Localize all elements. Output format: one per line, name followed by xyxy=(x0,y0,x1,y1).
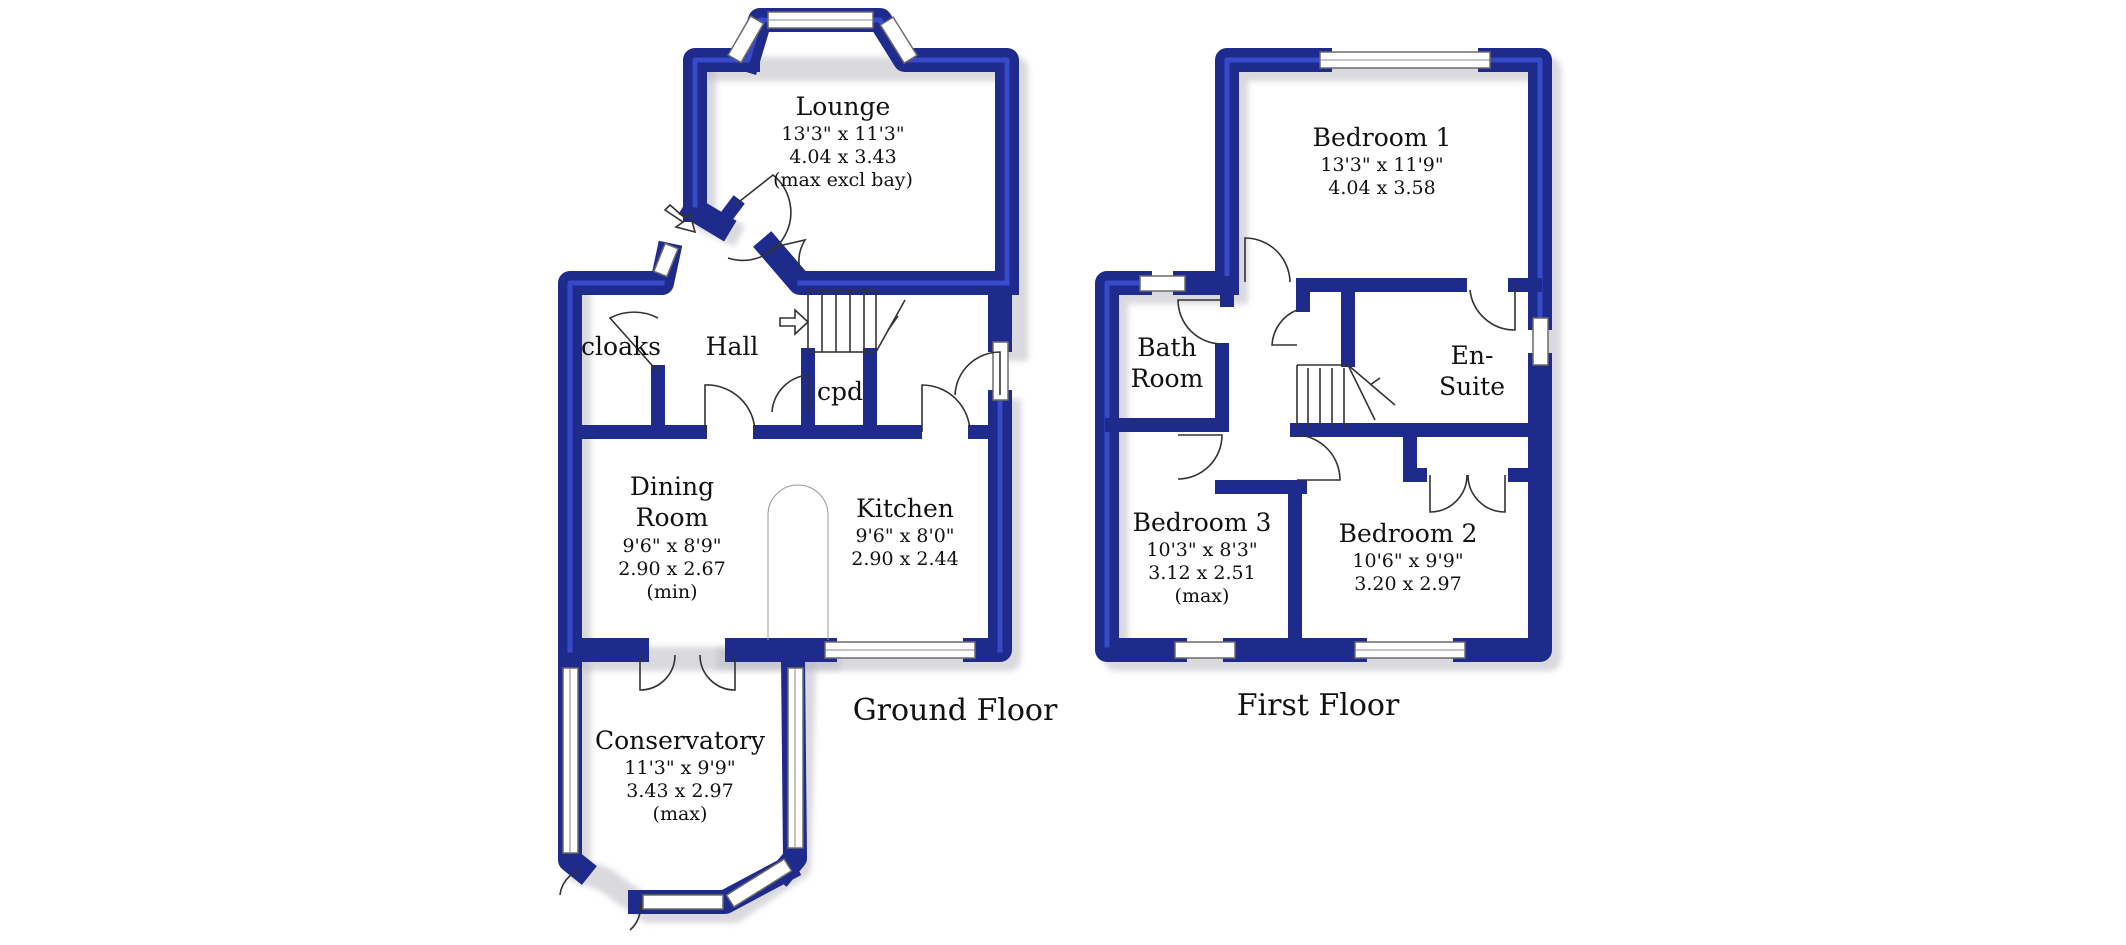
bedroom3-door xyxy=(1177,434,1223,480)
cpd-label: cpd xyxy=(817,377,863,406)
svg-text:Kitchen: Kitchen xyxy=(856,494,954,523)
svg-text:Conservatory: Conservatory xyxy=(595,726,766,755)
first-floor-outer-wall xyxy=(1453,353,1552,662)
ensuite-window xyxy=(1532,317,1549,366)
bedroom1-door xyxy=(1244,237,1291,283)
first-floor-plan: Bedroom 1 13'3" x 11'9" 4.04 x 3.58 Bath… xyxy=(1095,48,1561,723)
svg-text:Suite: Suite xyxy=(1439,372,1505,401)
bedroom3-window xyxy=(1174,641,1236,659)
lounge-hall-wall xyxy=(710,195,745,235)
svg-text:2.90 x 2.67: 2.90 x 2.67 xyxy=(618,558,725,580)
svg-text:13'3" x 11'9": 13'3" x 11'9" xyxy=(1320,154,1443,176)
cloaks-label: cloaks xyxy=(581,332,661,361)
first-floor-title: First Floor xyxy=(1237,688,1400,723)
kitchen-door xyxy=(921,384,971,433)
cloaks-door xyxy=(608,311,659,373)
svg-text:4.04 x 3.58: 4.04 x 3.58 xyxy=(1328,177,1435,199)
svg-text:En-: En- xyxy=(1451,341,1494,370)
svg-text:10'6" x 9'9": 10'6" x 9'9" xyxy=(1352,550,1463,572)
lounge-door xyxy=(769,238,807,271)
ground-floor-plan: Lounge 13'3" x 11'3" 4.04 x 3.43 (max ex… xyxy=(558,8,1058,931)
svg-text:Bedroom 3: Bedroom 3 xyxy=(1133,508,1272,537)
svg-text:Room: Room xyxy=(636,503,709,532)
stair-arrow-icon xyxy=(779,308,810,336)
svg-text:11'3" x 9'9": 11'3" x 9'9" xyxy=(624,757,735,779)
kitchen-back-door xyxy=(954,351,1001,396)
landing-cupboard-door xyxy=(1271,309,1298,346)
room-name: Lounge xyxy=(796,92,891,121)
svg-text:(max): (max) xyxy=(653,803,708,825)
conservatory-door xyxy=(559,869,642,931)
svg-text:(max excl bay): (max excl bay) xyxy=(773,169,913,191)
svg-text:9'6" x 8'0": 9'6" x 8'0" xyxy=(855,525,954,547)
svg-text:Room: Room xyxy=(1131,364,1204,393)
svg-text:Bedroom 1: Bedroom 1 xyxy=(1313,123,1452,152)
bedroom2-window xyxy=(1354,641,1466,659)
dining-room-label: Dining Room 9'6" x 8'9" 2.90 x 2.67 (min… xyxy=(618,472,725,603)
ground-floor-title: Ground Floor xyxy=(853,693,1058,728)
kitchen-worktop xyxy=(767,484,829,640)
lounge-bay-window xyxy=(727,11,919,65)
svg-text:2.90 x 2.44: 2.90 x 2.44 xyxy=(851,548,958,570)
lounge-label: Lounge 13'3" x 11'3" 4.04 x 3.43 (max ex… xyxy=(773,92,913,191)
bedroom2-label: Bedroom 2 10'6" x 9'9" 3.20 x 2.97 xyxy=(1339,519,1478,595)
entrance-arrow-icon xyxy=(663,203,697,234)
dining-door xyxy=(704,384,756,433)
bathroom-door xyxy=(1177,299,1223,345)
first-floor-stairs xyxy=(1296,364,1396,428)
svg-text:3.20 x 2.97: 3.20 x 2.97 xyxy=(1354,573,1461,595)
conservatory-label: Conservatory 11'3" x 9'9" 3.43 x 2.97 (m… xyxy=(595,726,766,825)
svg-text:13'3" x 11'3": 13'3" x 11'3" xyxy=(781,123,904,145)
lounge-wall-lower xyxy=(753,231,1019,295)
svg-text:9'6" x 8'9": 9'6" x 8'9" xyxy=(622,535,721,557)
ensuite-door xyxy=(1469,285,1516,331)
svg-text:Dining: Dining xyxy=(630,472,714,501)
svg-text:4.04 x 3.43: 4.04 x 3.43 xyxy=(789,146,896,168)
ground-stairs xyxy=(779,289,906,353)
cpd-door xyxy=(771,374,809,413)
bathroom-label: Bath Room xyxy=(1131,333,1204,393)
landing-door xyxy=(1296,434,1341,481)
kitchen-wall xyxy=(963,390,1012,662)
svg-text:10'3" x 8'3": 10'3" x 8'3" xyxy=(1146,539,1257,561)
bedroom1-window xyxy=(1319,51,1491,69)
ensuite-label: En- Suite xyxy=(1439,341,1505,401)
bathroom-window xyxy=(1139,275,1186,292)
bedroom1-label: Bedroom 1 13'3" x 11'9" 4.04 x 3.58 xyxy=(1313,123,1452,199)
hall-window xyxy=(652,242,680,278)
svg-text:3.12 x 2.51: 3.12 x 2.51 xyxy=(1148,562,1255,584)
lounge-wall xyxy=(683,48,760,222)
svg-text:(max): (max) xyxy=(1175,585,1230,607)
front-door xyxy=(727,173,792,262)
conservatory-french-doors xyxy=(639,654,736,691)
svg-text:Bath: Bath xyxy=(1137,333,1196,362)
svg-text:Bedroom 2: Bedroom 2 xyxy=(1339,519,1478,548)
kitchen-label: Kitchen 9'6" x 8'0" 2.90 x 2.44 xyxy=(851,494,958,570)
bedroom3-label: Bedroom 3 10'3" x 8'3" 3.12 x 2.51 (max) xyxy=(1133,508,1272,607)
svg-text:3.43 x 2.97: 3.43 x 2.97 xyxy=(626,780,733,802)
hall-label: Hall xyxy=(706,332,759,361)
conservatory-windows xyxy=(562,667,804,910)
kitchen-window xyxy=(824,641,976,659)
bedroom2-double-door xyxy=(1429,474,1506,513)
svg-text:(min): (min) xyxy=(646,581,697,603)
